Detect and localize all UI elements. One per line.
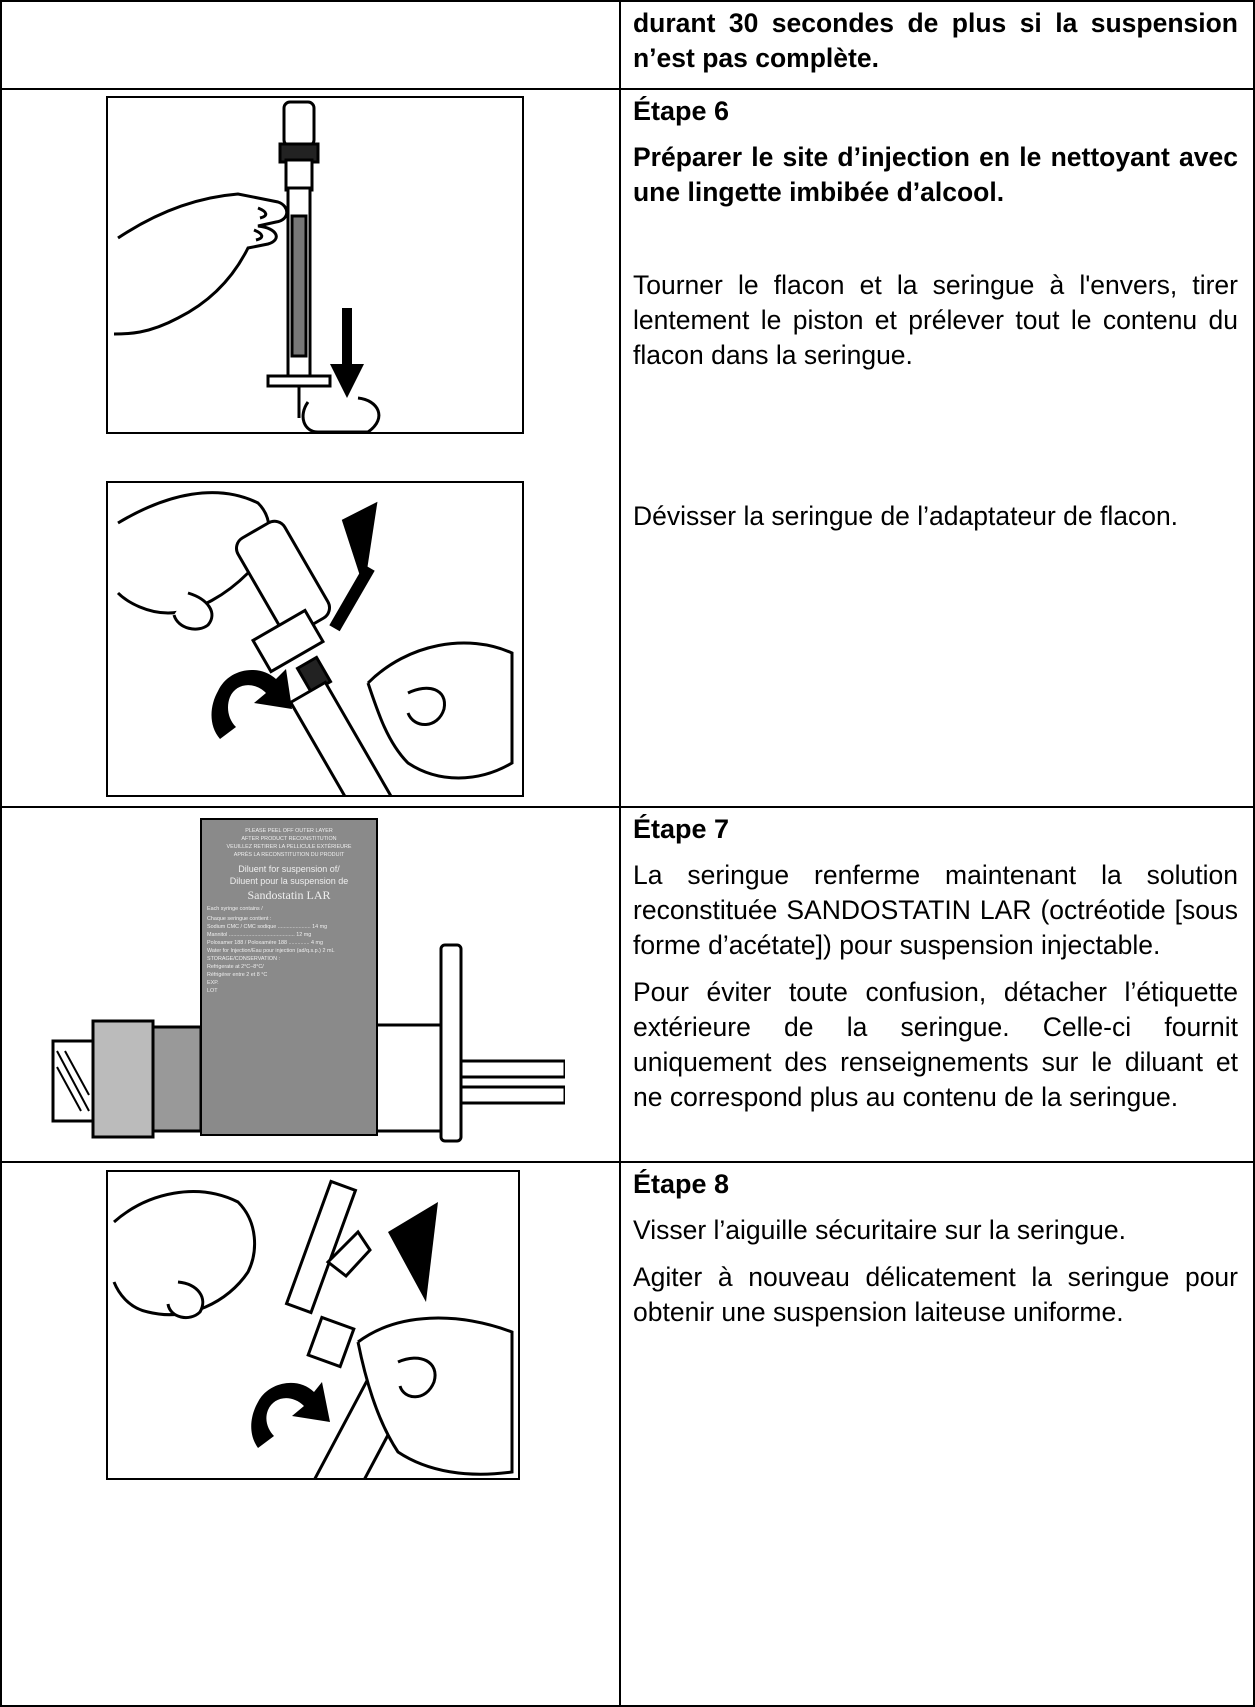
label-ingredient: Poloxamer 188 / Poloxamère 188 .........… [207,940,323,946]
label-storage: STORAGE/CONSERVATION : [207,956,280,962]
label-ingredient: Sodium CMC / CMC sodique ...............… [207,924,328,930]
row-divider [0,88,1255,90]
illustration-attach-needle [106,1170,520,1480]
step6-heading: Étape 6 [633,96,730,126]
label-contains-fr: Chaque seringue contient : [207,916,272,922]
column-divider [619,0,621,1707]
step8-heading: Étape 8 [633,1169,730,1199]
continuation-text: durant 30 secondes de plus si la suspens… [633,8,1238,73]
illustration-unscrew-syringe [106,481,524,797]
step8-paragraph-attach-needle: Visser l’aiguille sécuritaire sur la ser… [633,1215,1126,1245]
label-line: VEUILLEZ RETIRER LA PELLICULE EXTÉRIEURE [226,844,352,850]
step7-paragraph-peel-label: Pour éviter toute confusion, détacher l’… [633,977,1238,1112]
attach-needle-drawing [112,1179,514,1478]
row-divider [0,806,1255,808]
label-brand: Sandostatin LAR [247,888,331,902]
label-ingredient: Water for Injection/Eau pour injection (… [207,948,335,954]
label-diluent-fr: Diluent pour la suspension de [229,876,349,886]
illustration-syringe-label: PLEASE PEEL OFF OUTER LAYER AFTER PRODUC… [45,815,565,1145]
illustration-invert-vial [106,96,524,434]
label-contains-en: Each syringe contains / [207,906,263,912]
diluent-label: PLEASE PEEL OFF OUTER LAYER AFTER PRODUC… [201,819,377,1135]
unscrew-syringe-drawing [116,491,514,795]
label-ingredient: Mannitol ...............................… [207,932,312,938]
label-exp: EXP. [207,980,219,986]
step6-text-cell: Étape 6 Préparer le site d’injection en … [633,94,1238,534]
label-storage-fr: Réfrigérer entre 2 et 8 °C [207,972,268,978]
syringe-drawing [51,818,565,1143]
step6-paragraph-invert: Tourner le flacon et la seringue à l'env… [633,270,1238,370]
step6-instruction: Préparer le site d’injection en le netto… [633,142,1238,207]
label-storage-en: Refrigerate at 2°C–8°C/ [207,964,264,970]
table-border-right [1253,0,1255,1707]
label-lot: LOT [207,988,218,994]
invert-vial-drawing [113,100,381,432]
step7-heading: Étape 7 [633,814,730,844]
step7-paragraph-reconstituted: La seringue renferme maintenant la solut… [633,860,1238,960]
label-line: AFTER PRODUCT RECONSTITUTION [241,836,337,842]
step7-text-cell: Étape 7 La seringue renferme maintenant … [633,812,1238,1115]
label-line: PLEASE PEEL OFF OUTER LAYER [245,828,333,834]
step8-paragraph-shake: Agiter à nouveau délicatement la seringu… [633,1262,1238,1327]
table-border-bottom [0,1705,1255,1707]
step8-text-cell: Étape 8 Visser l’aiguille sécuritaire su… [633,1167,1238,1330]
table-border-left [0,0,2,1707]
step6-paragraph-unscrew: Dévisser la seringue de l’adaptateur de … [633,501,1179,531]
table-border-top [0,0,1255,2]
row-divider [0,1161,1255,1163]
row0-text-cell: durant 30 secondes de plus si la suspens… [633,6,1238,76]
label-line: APRÈS LA RECONSTITUTION DU PRODUIT [233,852,345,858]
label-diluent-en: Diluent for suspension of/ [238,864,340,874]
